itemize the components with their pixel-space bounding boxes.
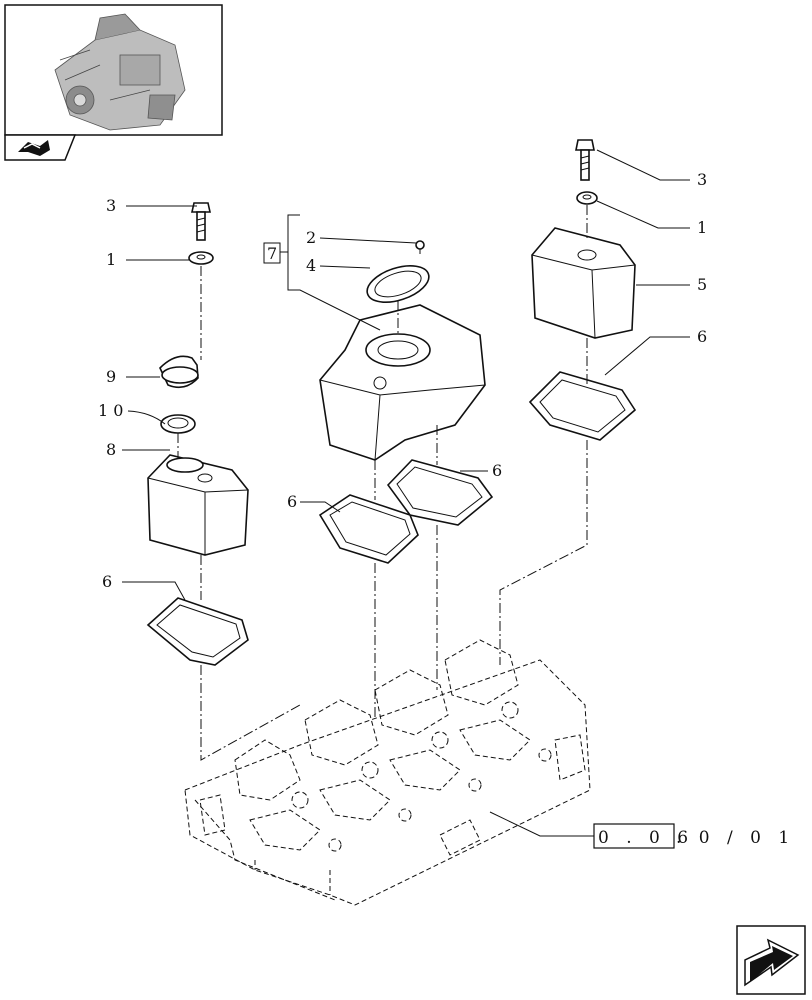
label-breather-seal: 4 bbox=[306, 256, 316, 275]
left-valve-cover bbox=[147, 454, 249, 556]
reference-rest-text: . 0 / 0 1 bbox=[676, 828, 795, 848]
center-gasket-right bbox=[386, 459, 494, 526]
label-center-gasket-right: 6 bbox=[492, 461, 502, 480]
label-left-washer: 1 bbox=[106, 250, 116, 269]
right-gasket bbox=[528, 371, 637, 441]
label-right-gasket: 6 bbox=[697, 327, 707, 346]
label-left-cover: 8 bbox=[106, 440, 116, 459]
label-breather-screw: 2 bbox=[306, 228, 316, 247]
breather-valve-cover bbox=[319, 304, 486, 461]
right-washer bbox=[576, 191, 598, 205]
oil-filler-cap bbox=[159, 355, 199, 389]
label-oil-cap: 9 bbox=[106, 367, 116, 386]
cross-reference[interactable]: 0 . 0 6 . 0 / 0 1 bbox=[593, 823, 795, 849]
cylinder-head-assembly bbox=[184, 639, 591, 906]
label-right-cover: 5 bbox=[697, 275, 707, 294]
label-center-gasket-left: 6 bbox=[287, 492, 297, 511]
cap-seal-ring bbox=[160, 414, 196, 434]
book-tab[interactable] bbox=[4, 134, 77, 161]
assembly-lines bbox=[177, 205, 588, 761]
label-left-gasket: 6 bbox=[102, 572, 112, 591]
left-bolt bbox=[191, 202, 211, 241]
label-right-washer: 1 bbox=[697, 218, 707, 237]
label-kit: 7 bbox=[267, 244, 277, 263]
label-left-bolt: 3 bbox=[106, 196, 116, 215]
label-right-bolt: 3 bbox=[697, 170, 707, 189]
label-cap-seal: 1 0 bbox=[98, 401, 123, 420]
kit-bracket bbox=[280, 214, 381, 331]
left-washer bbox=[188, 251, 214, 265]
engine-thumbnail[interactable] bbox=[4, 4, 223, 136]
breather-screw bbox=[415, 240, 425, 254]
reference-boxed-text: 0 . 0 6 bbox=[598, 828, 694, 848]
engine-thumbnail-icon bbox=[54, 13, 186, 131]
leader-lines bbox=[122, 149, 690, 837]
next-page-button[interactable] bbox=[736, 925, 806, 995]
right-bolt bbox=[575, 139, 595, 181]
reference-box bbox=[593, 823, 675, 849]
left-gasket bbox=[146, 597, 249, 666]
right-valve-cover bbox=[531, 227, 636, 339]
center-gasket-left bbox=[318, 494, 419, 564]
breather-seal-ring bbox=[366, 265, 430, 303]
kit-number-box bbox=[263, 242, 281, 264]
next-page-arrow-icon bbox=[744, 938, 800, 987]
book-icon bbox=[18, 140, 50, 156]
